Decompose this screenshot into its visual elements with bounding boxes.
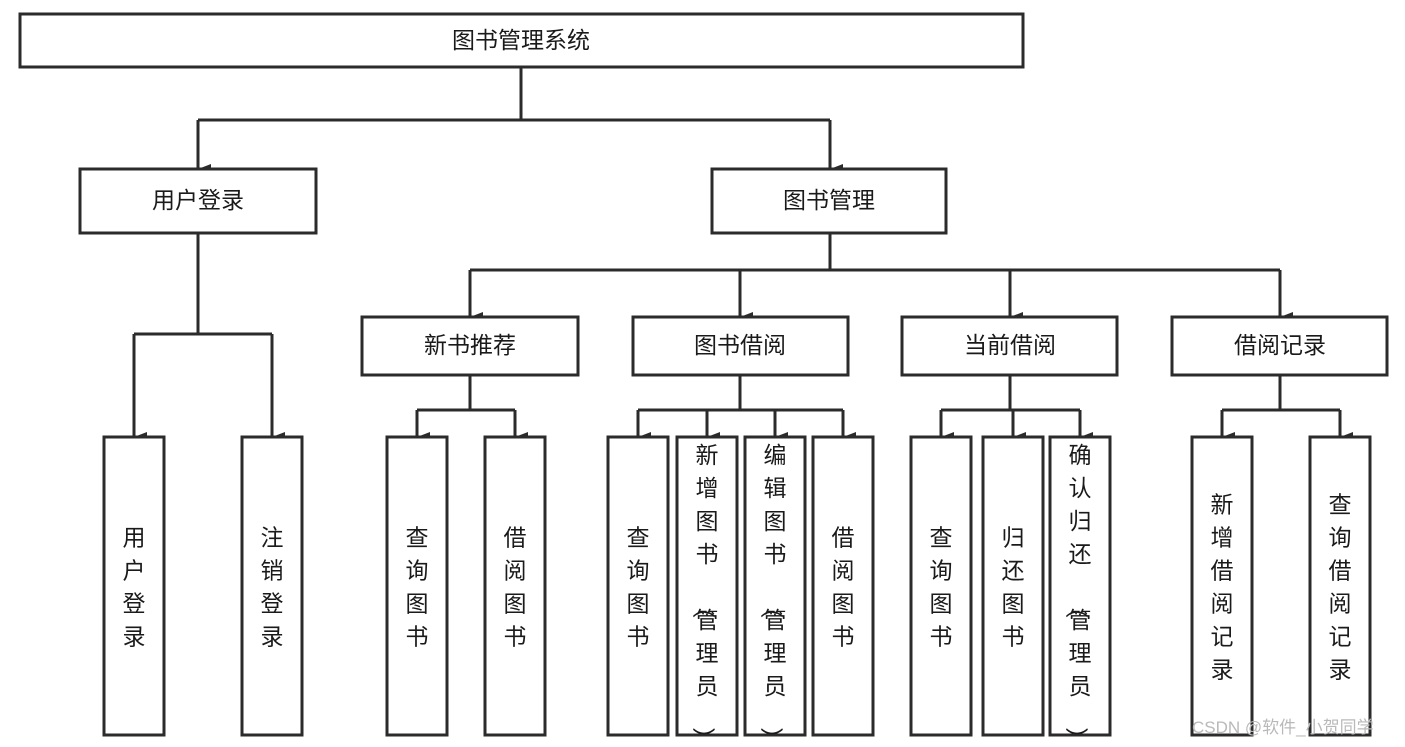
csdn-watermark: CSDN @软件_小贺同学 [1192,718,1374,737]
leaf-logout-login-box[interactable] [240,435,304,737]
connector-group-borrow-record [1220,375,1353,442]
leaf-node-layer: 用户登录 注销登录 查询图书 借阅图书 查询图书 新增图书（管理员） 编辑图书（管理员） 借阅… [102,435,1372,747]
leaf-cur-return-book[interactable]: 归还图书 [981,435,1045,737]
node-borrow-record-label: 借阅记录 [1234,332,1326,358]
node-current-borrow-label: 当前借阅 [964,332,1056,358]
leaf-logout-login[interactable]: 注销登录 [240,435,304,737]
leaf-user-login[interactable]: 用户登录 [102,435,166,737]
leaf-bor-edit-book-label: 编辑图书（管理员） [759,442,787,747]
node-root-label: 图书管理系统 [452,27,590,53]
leaf-bor-add-book-label: 新增图书（管理员） [691,442,719,747]
leaf-rec-query-book[interactable]: 查询图书 [385,435,449,737]
leaf-user-login-box[interactable] [102,435,166,737]
node-user-login-label: 用户登录 [152,187,244,213]
leaf-cur-return-book-label: 归还图书 [1002,525,1025,650]
node-book-borrow[interactable]: 图书借阅 [631,315,850,377]
node-book-manage[interactable]: 图书管理 [710,167,948,235]
leaf-cur-return-book-box[interactable] [981,435,1045,737]
node-root[interactable]: 图书管理系统 [18,12,1025,69]
leaf-bor-query-book-box[interactable] [606,435,670,737]
leaf-bor-borrow-book-box[interactable] [811,435,875,737]
leaf-user-login-label: 用户登录 [123,525,146,650]
leaf-rec-borrow-book-label: 借阅图书 [504,525,527,650]
node-new-book-rec[interactable]: 新书推荐 [360,315,580,377]
leaf-cur-confirm-return-box[interactable] [1048,435,1112,737]
node-new-book-rec-label: 新书推荐 [424,332,516,358]
leaf-rec-query-record-box[interactable] [1308,435,1372,737]
node-user-login-box[interactable] [78,167,318,235]
leaf-cur-query-book-box[interactable] [909,435,973,737]
node-borrow-record[interactable]: 借阅记录 [1170,315,1389,377]
connector-group-current-borrow [939,375,1093,442]
leaf-rec-add-record-box[interactable] [1190,435,1254,737]
node-borrow-record-label-box[interactable] [1170,315,1389,377]
leaf-rec-query-record-label: 查询借阅记录 [1329,492,1352,683]
connector-group-book-borrow [636,375,856,442]
node-book-manage-label: 图书管理 [783,187,875,213]
leaf-bor-edit-book-box[interactable] [743,435,807,737]
leaf-rec-borrow-book[interactable]: 借阅图书 [483,435,547,737]
leaf-rec-query-book-label: 查询图书 [406,525,429,650]
leaf-cur-confirm-return-label: 确认归还（管理员） [1064,442,1092,747]
connector-group-root [196,67,843,174]
leaf-rec-query-book-box[interactable] [385,435,449,737]
leaf-cur-confirm-return[interactable]: 确认归还（管理员） [1048,435,1112,747]
leaf-cur-query-book[interactable]: 查询图书 [909,435,973,737]
leaf-rec-add-record-label: 新增借阅记录 [1211,492,1234,683]
leaf-bor-add-book-box[interactable] [675,435,739,737]
leaf-logout-login-label: 注销登录 [261,525,284,650]
leaf-bor-add-book[interactable]: 新增图书（管理员） [675,435,739,747]
leaf-bor-query-book-label: 查询图书 [627,525,650,650]
node-book-borrow-box[interactable] [631,315,850,377]
leaf-bor-borrow-book[interactable]: 借阅图书 [811,435,875,737]
node-root-box[interactable] [18,12,1025,69]
node-book-borrow-label: 图书借阅 [694,332,786,358]
connector-group-new-book-rec [415,375,528,442]
connector-group-book-manage [468,233,1293,322]
leaf-bor-query-book[interactable]: 查询图书 [606,435,670,737]
leaf-cur-query-book-label: 查询图书 [930,525,953,650]
node-user-login[interactable]: 用户登录 [78,167,318,235]
leaf-rec-query-record[interactable]: 查询借阅记录 [1308,435,1372,737]
node-current-borrow-box[interactable] [900,315,1119,377]
connector-group-user-login [132,233,285,442]
leaf-bor-edit-book[interactable]: 编辑图书（管理员） [743,435,807,747]
node-current-borrow[interactable]: 当前借阅 [900,315,1119,377]
node-book-manage-box[interactable] [710,167,948,235]
node-new-book-rec-box[interactable] [360,315,580,377]
leaf-rec-add-record[interactable]: 新增借阅记录 [1190,435,1254,737]
leaf-bor-borrow-book-label: 借阅图书 [832,525,855,650]
leaf-rec-borrow-book-box[interactable] [483,435,547,737]
